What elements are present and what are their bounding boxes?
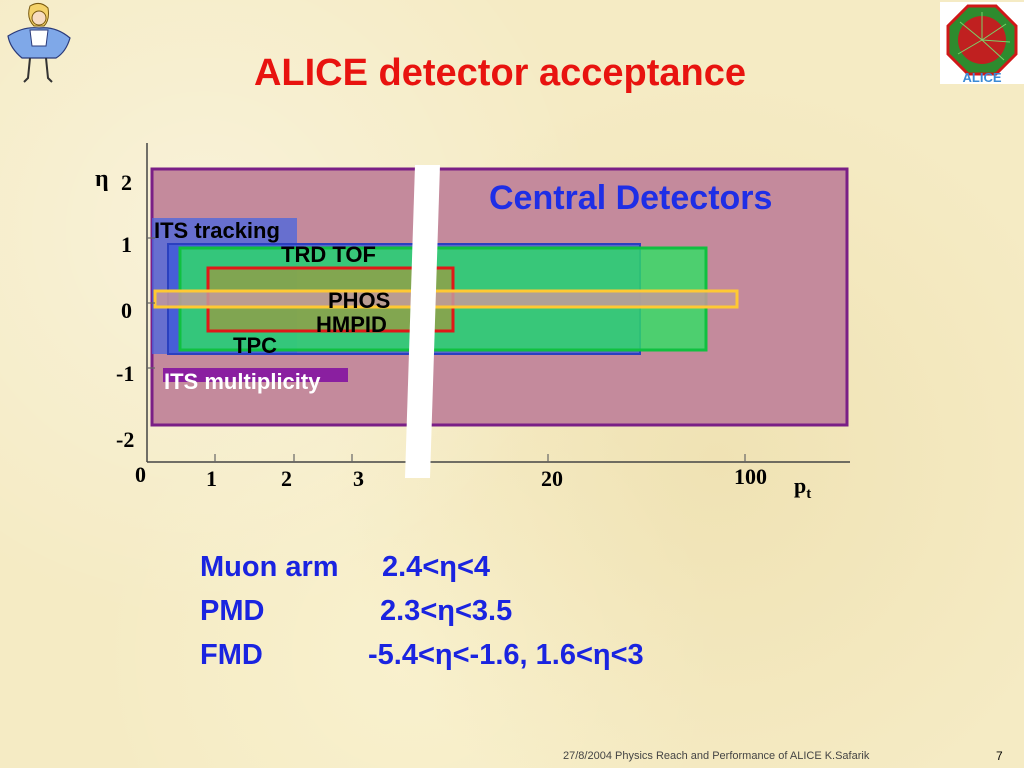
- hmpid-label: HMPID: [316, 312, 387, 337]
- central-detectors-label: Central Detectors: [489, 179, 772, 217]
- its-multiplicity-label: ITS multiplicity: [164, 369, 321, 394]
- alice-figure-icon: [0, 0, 78, 86]
- tpc-label: TPC: [233, 333, 277, 358]
- acceptance-diagram: η 2 1 0 -1 -2 0 1 2 3 20 100 pt Central …: [95, 143, 850, 502]
- note-name: Muon arm: [200, 551, 339, 583]
- note-name: PMD: [200, 595, 265, 627]
- x-tick-label: 0: [135, 462, 146, 487]
- note-range: 2.4<η<4: [382, 551, 491, 583]
- y-tick-label: -2: [116, 427, 134, 452]
- y-tick-label: 0: [121, 298, 132, 323]
- its-tracking-label: ITS tracking: [154, 218, 280, 243]
- slide-footer: 27/8/2004 Physics Reach and Performance …: [563, 750, 870, 762]
- axis-break-bar: [405, 165, 440, 478]
- phos-band: [153, 289, 739, 309]
- note-name: FMD: [200, 639, 263, 671]
- phos-label: PHOS: [328, 288, 390, 313]
- trd-tof-label: TRD TOF: [281, 242, 376, 267]
- y-axis-symbol: η: [95, 166, 109, 192]
- x-axis-label: pt: [794, 473, 811, 502]
- slide-title: ALICE detector acceptance: [253, 52, 747, 94]
- x-tick-label: 2: [281, 466, 292, 491]
- note-range: 2.3<η<3.5: [380, 595, 513, 627]
- note-range: -5.4<η<-1.6, 1.6<η<3: [368, 639, 644, 671]
- y-tick-label: 1: [121, 232, 132, 257]
- y-tick-label: 2: [121, 170, 132, 195]
- x-tick-label: 100: [734, 464, 767, 489]
- x-tick-label: 20: [541, 466, 563, 491]
- alice-logo-text: ALICE: [963, 70, 1002, 84]
- page-number: 7: [996, 749, 1003, 763]
- x-tick-label: 3: [353, 466, 364, 491]
- y-tick-label: -1: [116, 361, 134, 386]
- x-tick-label: 1: [206, 466, 217, 491]
- its-multiplicity-band: [163, 368, 348, 382]
- alice-logo-icon: ALICE: [940, 2, 1024, 85]
